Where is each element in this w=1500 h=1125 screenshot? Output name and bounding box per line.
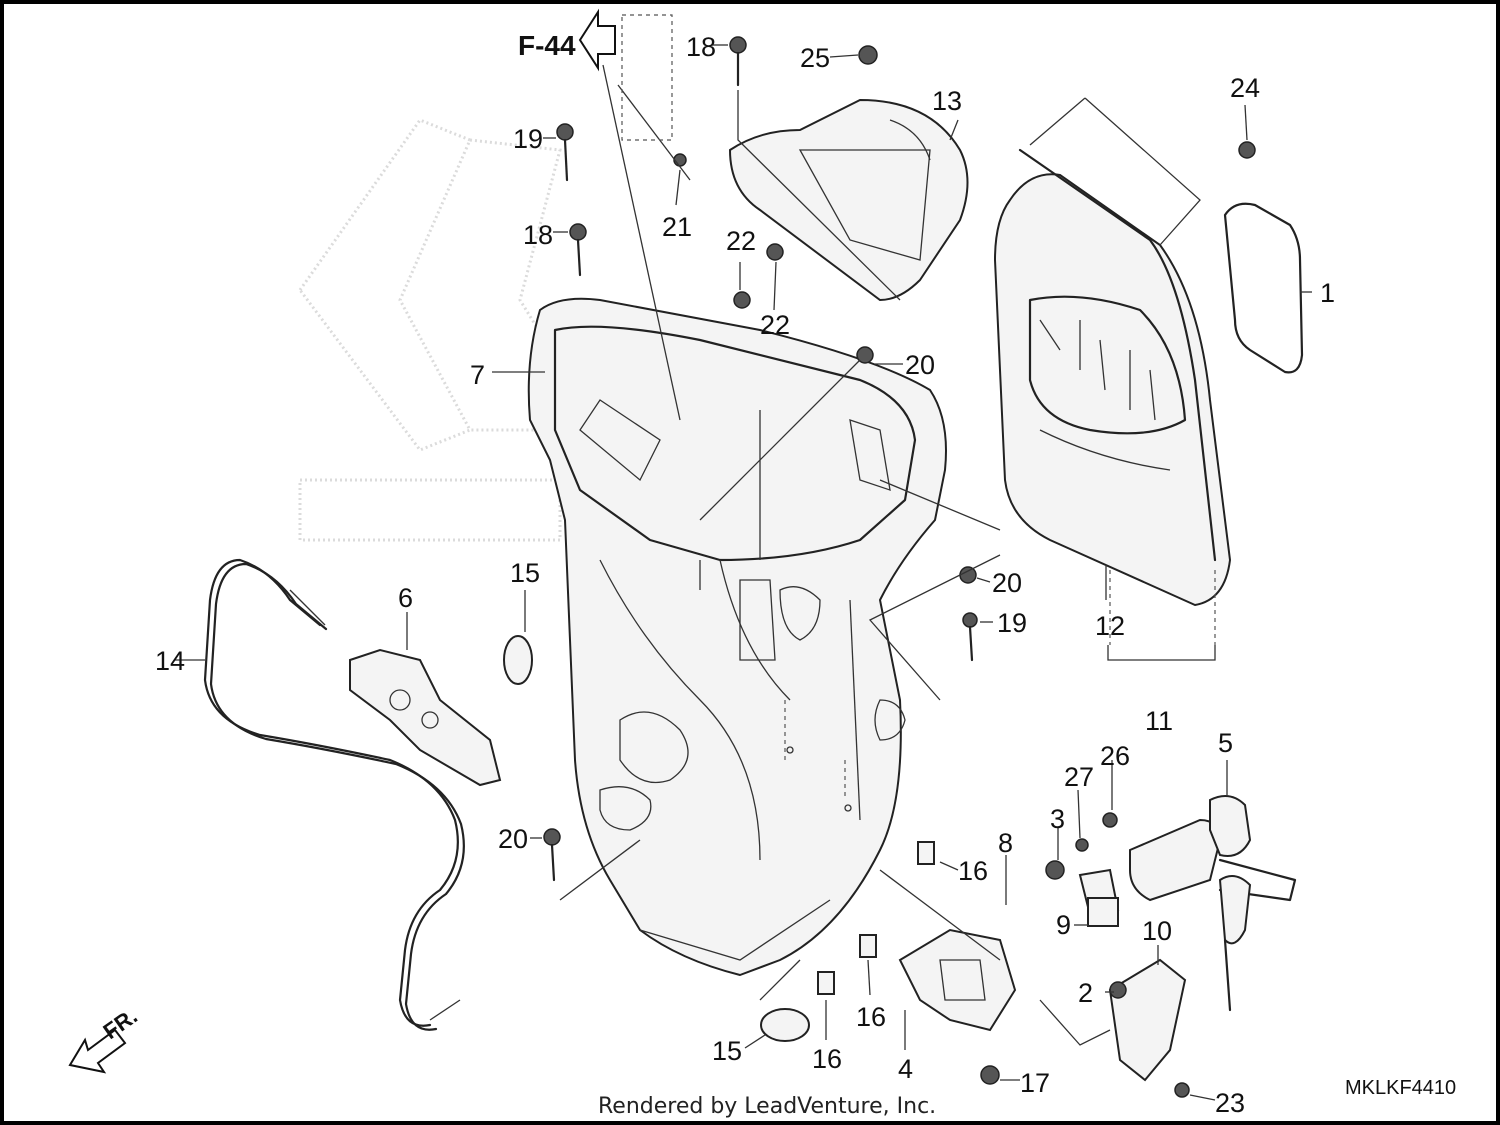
lower-bracket: [898, 868, 1187, 1082]
callouts: 1 2 3 4 5 6 7 8 9 10 11 12 13 14 15 15 1…: [155, 32, 1335, 1118]
front-direction-indicator: FR.: [68, 1003, 142, 1074]
callout-25[interactable]: 25: [800, 43, 830, 73]
leader-lines: [175, 44, 1312, 1101]
callout-20-left[interactable]: 20: [498, 824, 528, 854]
callout-21[interactable]: 21: [662, 212, 692, 242]
callout-13[interactable]: 13: [932, 86, 962, 116]
callout-24[interactable]: 24: [1230, 73, 1260, 103]
callout-27[interactable]: 27: [1064, 762, 1094, 792]
ref-f44-group[interactable]: F-44: [518, 8, 673, 141]
diagram-code: MKLKF4410: [1345, 1077, 1456, 1099]
callout-18-top[interactable]: 18: [686, 32, 716, 62]
lid-assembly: [993, 148, 1232, 607]
callout-19-right[interactable]: 19: [997, 608, 1027, 638]
callout-5[interactable]: 5: [1218, 728, 1233, 758]
callout-1[interactable]: 1: [1320, 278, 1335, 308]
callout-17[interactable]: 17: [1020, 1068, 1050, 1098]
render-credit: Rendered by LeadVenture, Inc.: [598, 1094, 936, 1119]
callout-14[interactable]: 14: [155, 646, 185, 676]
callout-20-right[interactable]: 20: [992, 568, 1022, 598]
luggage-box-body: [527, 297, 947, 977]
callout-15-upper[interactable]: 15: [510, 558, 540, 588]
lock-cylinder-set: [1129, 795, 1297, 1012]
callout-15-lower[interactable]: 15: [712, 1036, 742, 1066]
lid-seal: [1223, 202, 1304, 374]
latch-assembly: [349, 648, 502, 787]
callout-12[interactable]: 12: [1095, 611, 1125, 641]
callout-26[interactable]: 26: [1100, 741, 1130, 771]
callout-19-left[interactable]: 19: [513, 124, 543, 154]
inner-cover: [728, 98, 969, 302]
callout-9[interactable]: 9: [1056, 910, 1071, 940]
callout-16-middle[interactable]: 16: [856, 1002, 886, 1032]
callout-22-lower[interactable]: 22: [760, 310, 790, 340]
callout-3[interactable]: 3: [1050, 804, 1065, 834]
release-cable: [203, 558, 465, 1031]
callout-18-left[interactable]: 18: [523, 220, 553, 250]
ref-f44-label[interactable]: F-44: [518, 30, 576, 61]
callout-10[interactable]: 10: [1142, 916, 1172, 946]
ref-dashed-box: [621, 14, 673, 141]
callout-4[interactable]: 4: [898, 1054, 913, 1084]
callout-22-upper[interactable]: 22: [726, 226, 756, 256]
callout-11[interactable]: 11: [1145, 706, 1173, 736]
callout-16-right[interactable]: 16: [958, 856, 988, 886]
ref-arrow-icon: [578, 8, 616, 72]
callout-8[interactable]: 8: [998, 828, 1013, 858]
callout-7[interactable]: 7: [470, 360, 485, 390]
callout-23[interactable]: 23: [1215, 1088, 1245, 1118]
fasteners: [503, 36, 1256, 1098]
callout-6[interactable]: 6: [398, 583, 413, 613]
front-arrow-icon: [68, 1028, 127, 1074]
callout-20-top[interactable]: 20: [905, 350, 935, 380]
callout-2[interactable]: 2: [1078, 978, 1093, 1008]
callout-16-left[interactable]: 16: [812, 1044, 842, 1074]
